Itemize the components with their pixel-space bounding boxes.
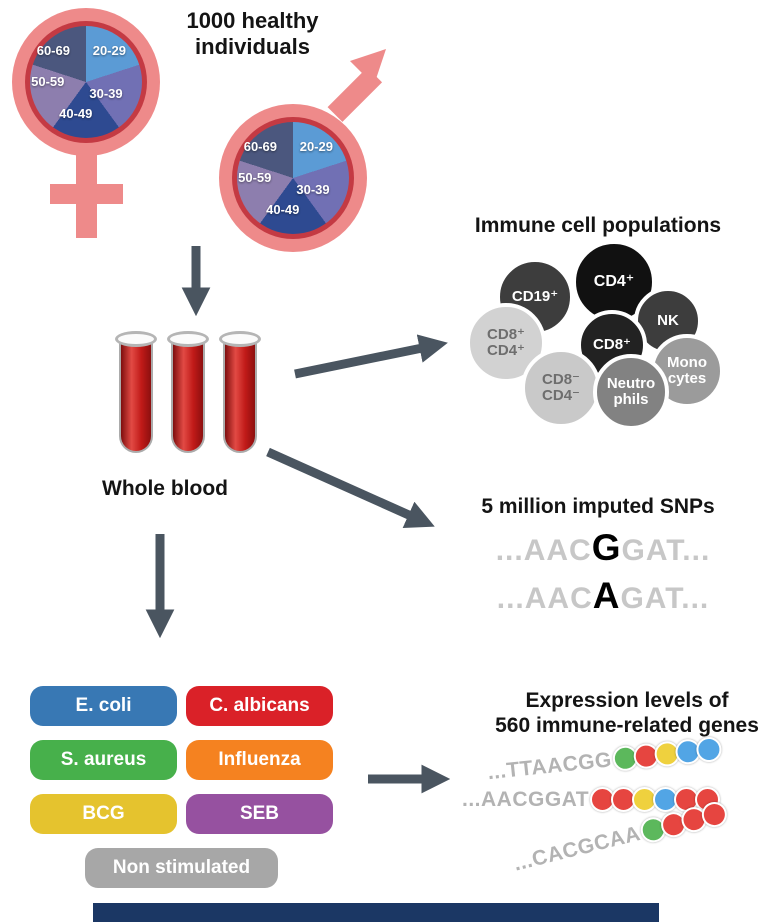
cell-label: cytes [667,370,707,387]
arrow-blood-to-cells [294,334,448,379]
cell-label: CD4⁺ [593,272,635,290]
female-symbol-crossbar [50,184,123,204]
male-symbol: 20-29 30-39 40-49 50-59 60-69 [219,36,399,252]
expression-bead [632,787,658,812]
gene-expression-row-1: ...TTAACGG [486,735,723,785]
stimulus-pill-saureus: S. aureus [30,740,177,780]
expression-title-line1: Expression levels of [525,689,729,712]
snp-sequence-1: ...AACGGAT... [448,528,758,576]
cell-label: NK [657,312,679,330]
cell-label: CD8⁺ [487,326,525,344]
age-pie-ring: 20-29 30-39 40-49 50-59 60-69 [25,21,147,143]
cell-label: CD8⁻ [542,371,580,389]
age-pie-ring: 20-29 30-39 40-49 50-59 60-69 [232,117,354,239]
gene-sequence-text: ...CACGCAA [511,821,643,876]
female-symbol-circle: 20-29 30-39 40-49 50-59 60-69 [12,8,160,156]
cell-label: CD4⁺ [487,342,525,359]
snp-suffix: GAT... [620,582,710,615]
cell-label: Mono [667,354,707,372]
pie-label-age: 40-49 [266,201,300,217]
stimulus-pill-calbicans: C. albicans [186,686,333,726]
figure-title: 1000 healthy individuals [130,8,375,60]
snp-variant-allele: A [592,575,621,616]
pie-label-age: 50-59 [238,170,272,186]
blood-tube [115,331,157,455]
pie-label-age: 30-39 [89,86,123,102]
cell-circle-cd8neg-cd4neg: CD8⁻ CD4⁻ [521,348,601,428]
bottom-crop-bar [93,903,659,922]
gene-sequence-text: ...AACGGAT [462,787,590,811]
cell-circle-cd4: CD4⁺ [572,240,656,324]
snp-prefix: ...AAC [496,582,593,615]
whole-blood-label: Whole blood [102,477,228,500]
male-symbol-circle: 20-29 30-39 40-49 50-59 60-69 [219,104,367,252]
cell-label: phils [613,391,649,408]
expression-bead [611,787,637,812]
figure-title-line2: individuals [195,33,310,59]
snps-title: 5 million imputed SNPs [481,495,715,518]
pie-label-age: 60-69 [243,138,277,154]
expression-title: Expression levels of 560 immune-related … [477,689,771,739]
cell-label: CD19⁺ [511,288,559,306]
expression-title-line2: 560 immune-related genes [495,713,759,737]
pie-label-age: 20-29 [299,138,333,154]
stimulus-pill-seb: SEB [186,794,333,834]
arrow-blood-to-snps [266,447,435,528]
cell-circle-neutrophils: Neutro phils [593,354,669,430]
stimulus-pill-ecoli: E. coli [30,686,177,726]
snp-suffix: GAT... [621,534,711,567]
snp-sequence-2: ...AACAGAT... [448,576,758,624]
tube-rim [115,331,157,347]
gene-expression-row-2: ...AACGGAT [462,787,721,812]
tube-body [119,339,153,453]
pie-label-age: 60-69 [36,42,70,58]
stimulus-pill-nonstimulated: Non stimulated [85,848,278,888]
tube-rim [167,331,209,347]
tube-rim [219,331,261,347]
male-age-pie-chart: 20-29 30-39 40-49 50-59 60-69 [237,122,349,234]
tube-body [171,339,205,453]
cell-label: CD4⁻ [542,387,580,404]
pie-label-age: 40-49 [59,105,93,121]
snp-sequences: ...AACGGAT... ...AACAGAT... [448,528,758,624]
blood-tube [167,331,209,455]
blood-tube [219,331,261,455]
figure-title-line1: 1000 healthy [186,8,319,33]
cell-label: CD8⁺ [593,336,631,354]
snp-prefix: ...AAC [495,534,592,567]
cell-circle-cd8pos-cd4pos: CD8⁺ CD4⁺ [466,303,546,383]
pie-label-age: 50-59 [31,74,65,90]
pie-label-age: 20-29 [92,42,126,58]
female-age-pie-chart: 20-29 30-39 40-49 50-59 60-69 [30,26,142,138]
immune-populations-title: Immune cell populations [474,214,722,237]
female-symbol: 20-29 30-39 40-49 50-59 60-69 [12,8,160,238]
tube-body [223,339,257,453]
cell-label: Neutro [606,375,656,393]
expression-bead [694,735,723,764]
stimulus-pill-bcg: BCG [30,794,177,834]
stimulus-pill-influenza: Influenza [186,740,333,780]
pie-label-age: 30-39 [296,182,330,198]
snp-variant-allele: G [591,527,622,568]
gene-sequence-text: ...TTAACGG [486,747,613,784]
